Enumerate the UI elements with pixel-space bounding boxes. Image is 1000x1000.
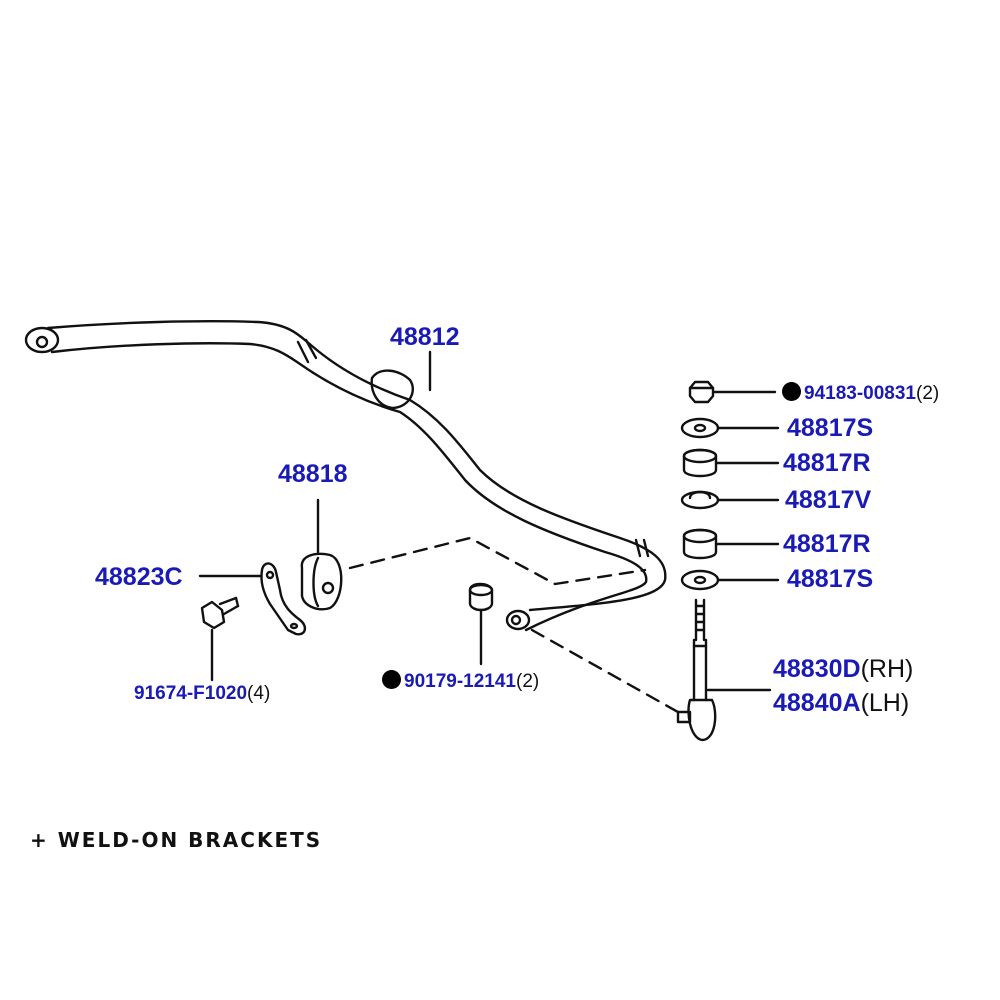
cushion-1 (682, 448, 718, 478)
nut-center-number: 90179-12141 (404, 671, 516, 692)
label-48817V: 48817V (785, 486, 872, 514)
bushing (300, 552, 343, 611)
link-rh-side: (RH) (860, 655, 914, 683)
marker-dot (782, 382, 801, 401)
bolt (200, 596, 240, 630)
bracket (260, 562, 307, 636)
bolt-number: 91674-F1020 (134, 683, 248, 704)
marker-dot (382, 670, 401, 689)
nut-top-qty: (2) (916, 383, 940, 404)
link-rh-number: 48830D (773, 655, 861, 683)
retainer (680, 490, 720, 510)
footer-note: + WELD-ON BRACKETS (30, 828, 323, 852)
nut-center-qty: (2) (516, 671, 540, 692)
washer-1 (680, 417, 720, 439)
label-48823C: 48823C (95, 563, 183, 591)
label-48818: 48818 (278, 460, 348, 488)
bolt-qty: (4) (247, 683, 271, 704)
cushion-2 (682, 528, 718, 560)
label-48840A: 48840A(LH) (773, 691, 909, 716)
link-lh-number: 48840A (773, 689, 861, 717)
label-48830D: 48830D(RH) (773, 657, 913, 682)
label-48817S-1: 48817S (787, 414, 874, 442)
label-48817R-2: 48817R (783, 530, 871, 558)
stabilizer-bar (24, 320, 667, 632)
stabilizer-link (676, 598, 717, 742)
washer-2 (680, 569, 720, 591)
label-94183-00831: 94183-00831(2) (782, 382, 939, 403)
nut-center (468, 582, 494, 612)
link-lh-side: (LH) (860, 689, 910, 717)
label-48817S-2: 48817S (787, 565, 874, 593)
label-48812: 48812 (390, 323, 460, 351)
label-90179-12141: 90179-12141(2) (382, 670, 539, 691)
label-48817R-1: 48817R (783, 449, 871, 477)
label-91674-F1020: 91674-F1020(4) (134, 684, 270, 703)
nut-top (688, 380, 715, 404)
nut-top-number: 94183-00831 (804, 383, 916, 404)
dashed-assembly-lines (348, 536, 680, 714)
